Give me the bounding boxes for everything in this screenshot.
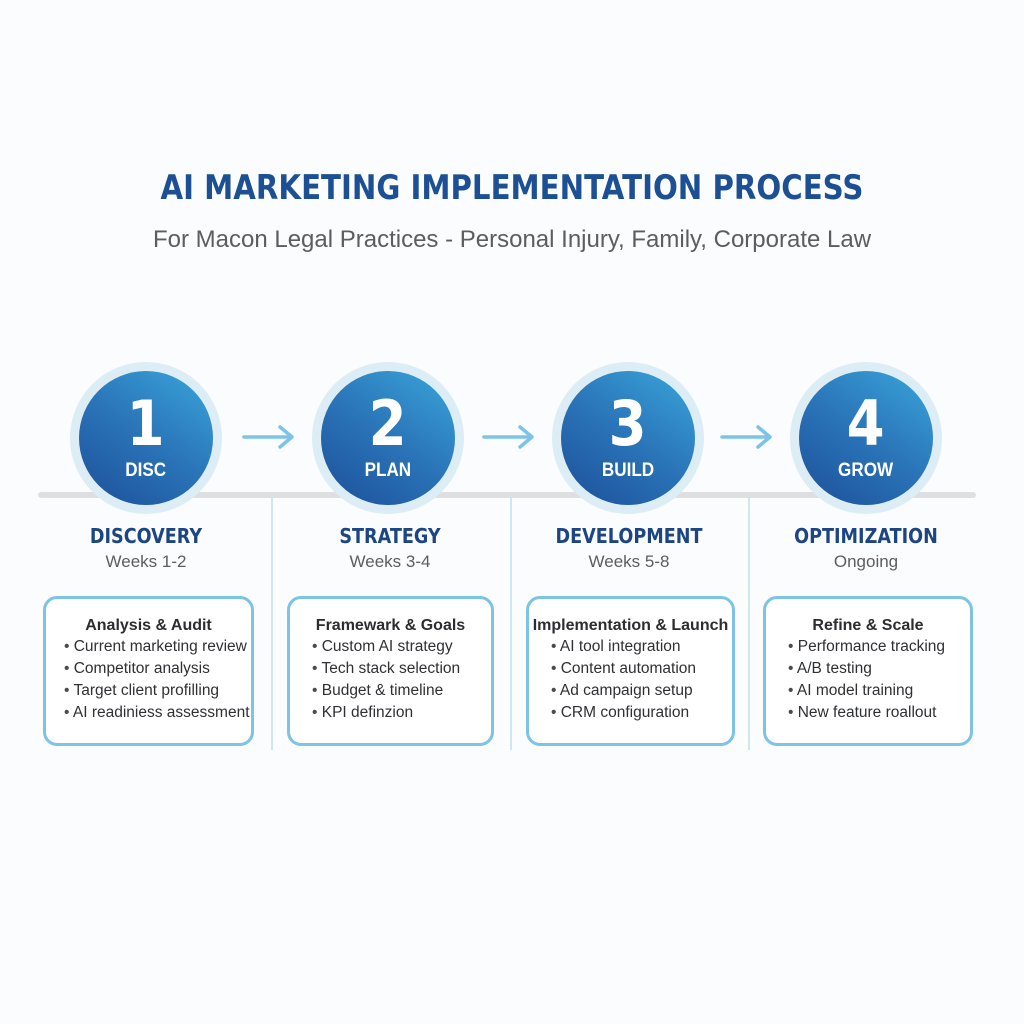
list-item: Budget & timeline (312, 680, 491, 702)
timeline-line (38, 492, 976, 498)
phase-title: DEVELOPMENT (555, 524, 703, 548)
phase-title: OPTIMIZATION (794, 524, 938, 548)
step-circle: 1 DISC (79, 371, 213, 505)
step-number: 1 (127, 387, 165, 460)
page-title: AI MARKETING IMPLEMENTATION PROCESS (160, 168, 864, 208)
list-item: AI model training (788, 680, 970, 702)
step-number: 4 (847, 387, 885, 460)
step-code: PLAN (364, 460, 412, 481)
phase-title: DISCOVERY (89, 524, 203, 548)
step-number: 2 (369, 387, 407, 460)
card-list: Custom AI strategy Tech stack selection … (290, 636, 491, 724)
list-item: Custom AI strategy (312, 636, 491, 658)
step-circle: 4 GROW (799, 371, 933, 505)
step-1-badge: 1 DISC (70, 362, 222, 514)
list-item: AI tool integration (551, 636, 732, 658)
list-item: Target client profilling (64, 680, 251, 702)
arrow-right-icon (242, 425, 294, 449)
card-list: AI tool integration Content automation A… (529, 636, 732, 724)
phase-card-strategy: Framewark & Goals Custom AI strategy Tec… (287, 596, 494, 746)
list-item: AI readiniess assessment (64, 702, 251, 724)
step-code: GROW (838, 460, 894, 481)
arrow-right-icon (482, 425, 534, 449)
phase-card-discovery: Analysis & Audit Current marketing revie… (43, 596, 254, 746)
column-divider (271, 498, 273, 750)
phase-timing: Weeks 5-8 (588, 552, 670, 571)
list-item: Ad campaign setup (551, 680, 732, 702)
step-3-badge: 3 BUILD (552, 362, 704, 514)
phase-card-optimization: Refine & Scale Performance tracking A/B … (763, 596, 973, 746)
list-item: KPI definzion (312, 702, 491, 724)
column-divider (510, 498, 512, 750)
card-title: Framewark & Goals (315, 617, 466, 634)
column-divider (748, 498, 750, 750)
step-4-badge: 4 GROW (790, 362, 942, 514)
step-2-badge: 2 PLAN (312, 362, 464, 514)
phase-card-development: Implementation & Launch AI tool integrat… (526, 596, 735, 746)
phase-timing: Weeks 3-4 (349, 552, 431, 571)
step-number: 3 (609, 387, 647, 460)
card-list: Performance tracking A/B testing AI mode… (766, 636, 970, 724)
step-code: BUILD (601, 460, 655, 481)
step-circle: 3 BUILD (561, 371, 695, 505)
arrow-right-icon (720, 425, 772, 449)
list-item: New feature roallout (788, 702, 970, 724)
phase-title: STRATEGY (339, 524, 441, 548)
step-code: DISC (125, 460, 167, 481)
list-item: Content automation (551, 658, 732, 680)
list-item: Current marketing review (64, 636, 251, 658)
list-item: Competitor analysis (64, 658, 251, 680)
list-item: Tech stack selection (312, 658, 491, 680)
card-title: Analysis & Audit (85, 617, 212, 634)
phase-timing: Weeks 1-2 (105, 552, 187, 571)
list-item: A/B testing (788, 658, 970, 680)
phase-timing: Ongoing (833, 552, 899, 571)
list-item: CRM configuration (551, 702, 732, 724)
card-title: Implementation & Launch (532, 617, 729, 634)
card-title: Refine & Scale (812, 617, 924, 634)
card-list: Current marketing review Competitor anal… (46, 636, 251, 724)
page-subtitle: For Macon Legal Practices - Personal Inj… (152, 226, 872, 253)
list-item: Performance tracking (788, 636, 970, 658)
step-circle: 2 PLAN (321, 371, 455, 505)
